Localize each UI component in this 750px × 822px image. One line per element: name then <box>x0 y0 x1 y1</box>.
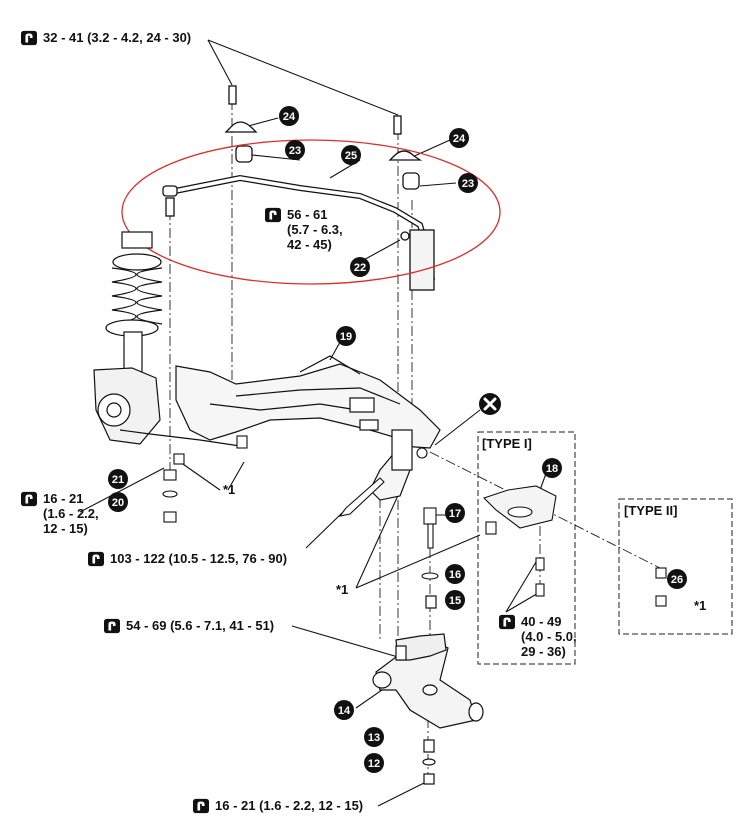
torque-spec-bracket-bolt: 40 - 49 (4.0 - 5.0, 29 - 36) <box>498 614 577 659</box>
callout-text: 15 <box>449 595 461 607</box>
type-1-box <box>477 431 576 665</box>
do-not-reuse-icon <box>479 393 501 415</box>
hardware <box>162 435 667 607</box>
torque-wrench-icon <box>264 207 282 223</box>
callout-23b: 23 <box>458 173 478 193</box>
strut-assembly <box>93 231 241 447</box>
torque-spec-strut-nut: 16 - 21 (1.6 - 2.2, 12 - 15) <box>20 491 99 536</box>
torque-spec-text: 16 - 21 (1.6 - 2.2, 12 - 15) <box>43 491 99 536</box>
callout-text: 25 <box>345 150 357 162</box>
callout-26: 26 <box>667 569 687 589</box>
torque-wrench-icon <box>20 30 38 46</box>
callout-18: 18 <box>542 458 562 478</box>
transverse-link <box>372 595 484 785</box>
callout-text: 23 <box>289 145 301 157</box>
callout-text: 21 <box>112 474 124 486</box>
callout-text: 24 <box>283 111 296 123</box>
torque-wrench-icon <box>103 618 121 634</box>
stabilizer-bar-assembly <box>162 85 435 291</box>
callout-16: 16 <box>445 564 465 584</box>
callout-text: 22 <box>354 262 366 274</box>
torque-spec-link-bolt: 54 - 69 (5.6 - 7.1, 41 - 51) <box>103 618 274 634</box>
highlight-ellipse <box>121 139 501 285</box>
torque-wrench-icon <box>87 551 105 567</box>
torque-wrench-icon <box>192 798 210 814</box>
type-2-box <box>618 498 733 635</box>
callout-15: 15 <box>445 590 465 610</box>
callout-text: 16 <box>449 569 461 581</box>
torque-spec-stabilizer-link: 56 - 61 (5.7 - 6.3, 42 - 45) <box>264 207 343 252</box>
footnote-mark: *1 <box>336 582 349 597</box>
torque-spec-text: 16 - 21 (1.6 - 2.2, 12 - 15) <box>215 798 364 813</box>
callout-21: 21 <box>108 469 128 489</box>
callout-text: 24 <box>453 133 466 145</box>
torque-wrench-icon <box>20 491 38 507</box>
callout-20: 20 <box>108 492 128 512</box>
torque-spec-text: 40 - 49 (4.0 - 5.0, 29 - 36) <box>521 614 577 659</box>
type-1-label: [TYPE I] <box>482 436 532 451</box>
callout-13: 13 <box>364 727 384 747</box>
callout-text: 14 <box>338 705 351 717</box>
type-2-label: [TYPE II] <box>624 503 678 518</box>
callout-text: 12 <box>368 758 380 770</box>
callout-text: 17 <box>449 508 461 520</box>
torque-spec-text: 54 - 69 (5.6 - 7.1, 41 - 51) <box>126 618 275 633</box>
callout-24b: 24 <box>449 128 469 148</box>
torque-spec-stabilizer-clamp: 32 - 41 (3.2 - 4.2, 24 - 30) <box>20 30 191 46</box>
callout-25: 25 <box>341 145 361 165</box>
torque-spec-text: 32 - 41 (3.2 - 4.2, 24 - 30) <box>43 30 192 45</box>
callout-24a: 24 <box>279 106 299 126</box>
torque-spec-member-bolt: 103 - 122 (10.5 - 12.5, 76 - 90) <box>87 551 287 567</box>
callout-19: 19 <box>336 326 356 346</box>
callout-12: 12 <box>364 753 384 773</box>
footnote-mark: *1 <box>694 598 707 613</box>
torque-spec-ball-joint-nut: 16 - 21 (1.6 - 2.2, 12 - 15) <box>192 798 363 814</box>
callout-text: 18 <box>546 463 558 475</box>
callout-14: 14 <box>334 700 354 720</box>
front-suspension-member <box>175 355 441 501</box>
footnote-mark: *1 <box>223 482 236 497</box>
callout-22: 22 <box>350 257 370 277</box>
part-callouts: 24 24 23 23 25 22 19 21 20 18 17 16 15 2… <box>108 106 687 773</box>
callout-text: 23 <box>462 178 474 190</box>
callout-text: 13 <box>368 732 380 744</box>
callout-17: 17 <box>445 503 465 523</box>
callout-23a: 23 <box>285 140 305 160</box>
torque-spec-text: 103 - 122 (10.5 - 12.5, 76 - 90) <box>110 551 288 566</box>
callout-text: 19 <box>340 331 352 343</box>
callout-text: 20 <box>112 497 124 509</box>
callout-text: 26 <box>671 574 683 586</box>
leader-lines <box>79 39 665 807</box>
torque-spec-text: 56 - 61 (5.7 - 6.3, 42 - 45) <box>287 207 343 252</box>
torque-wrench-icon <box>498 614 516 630</box>
